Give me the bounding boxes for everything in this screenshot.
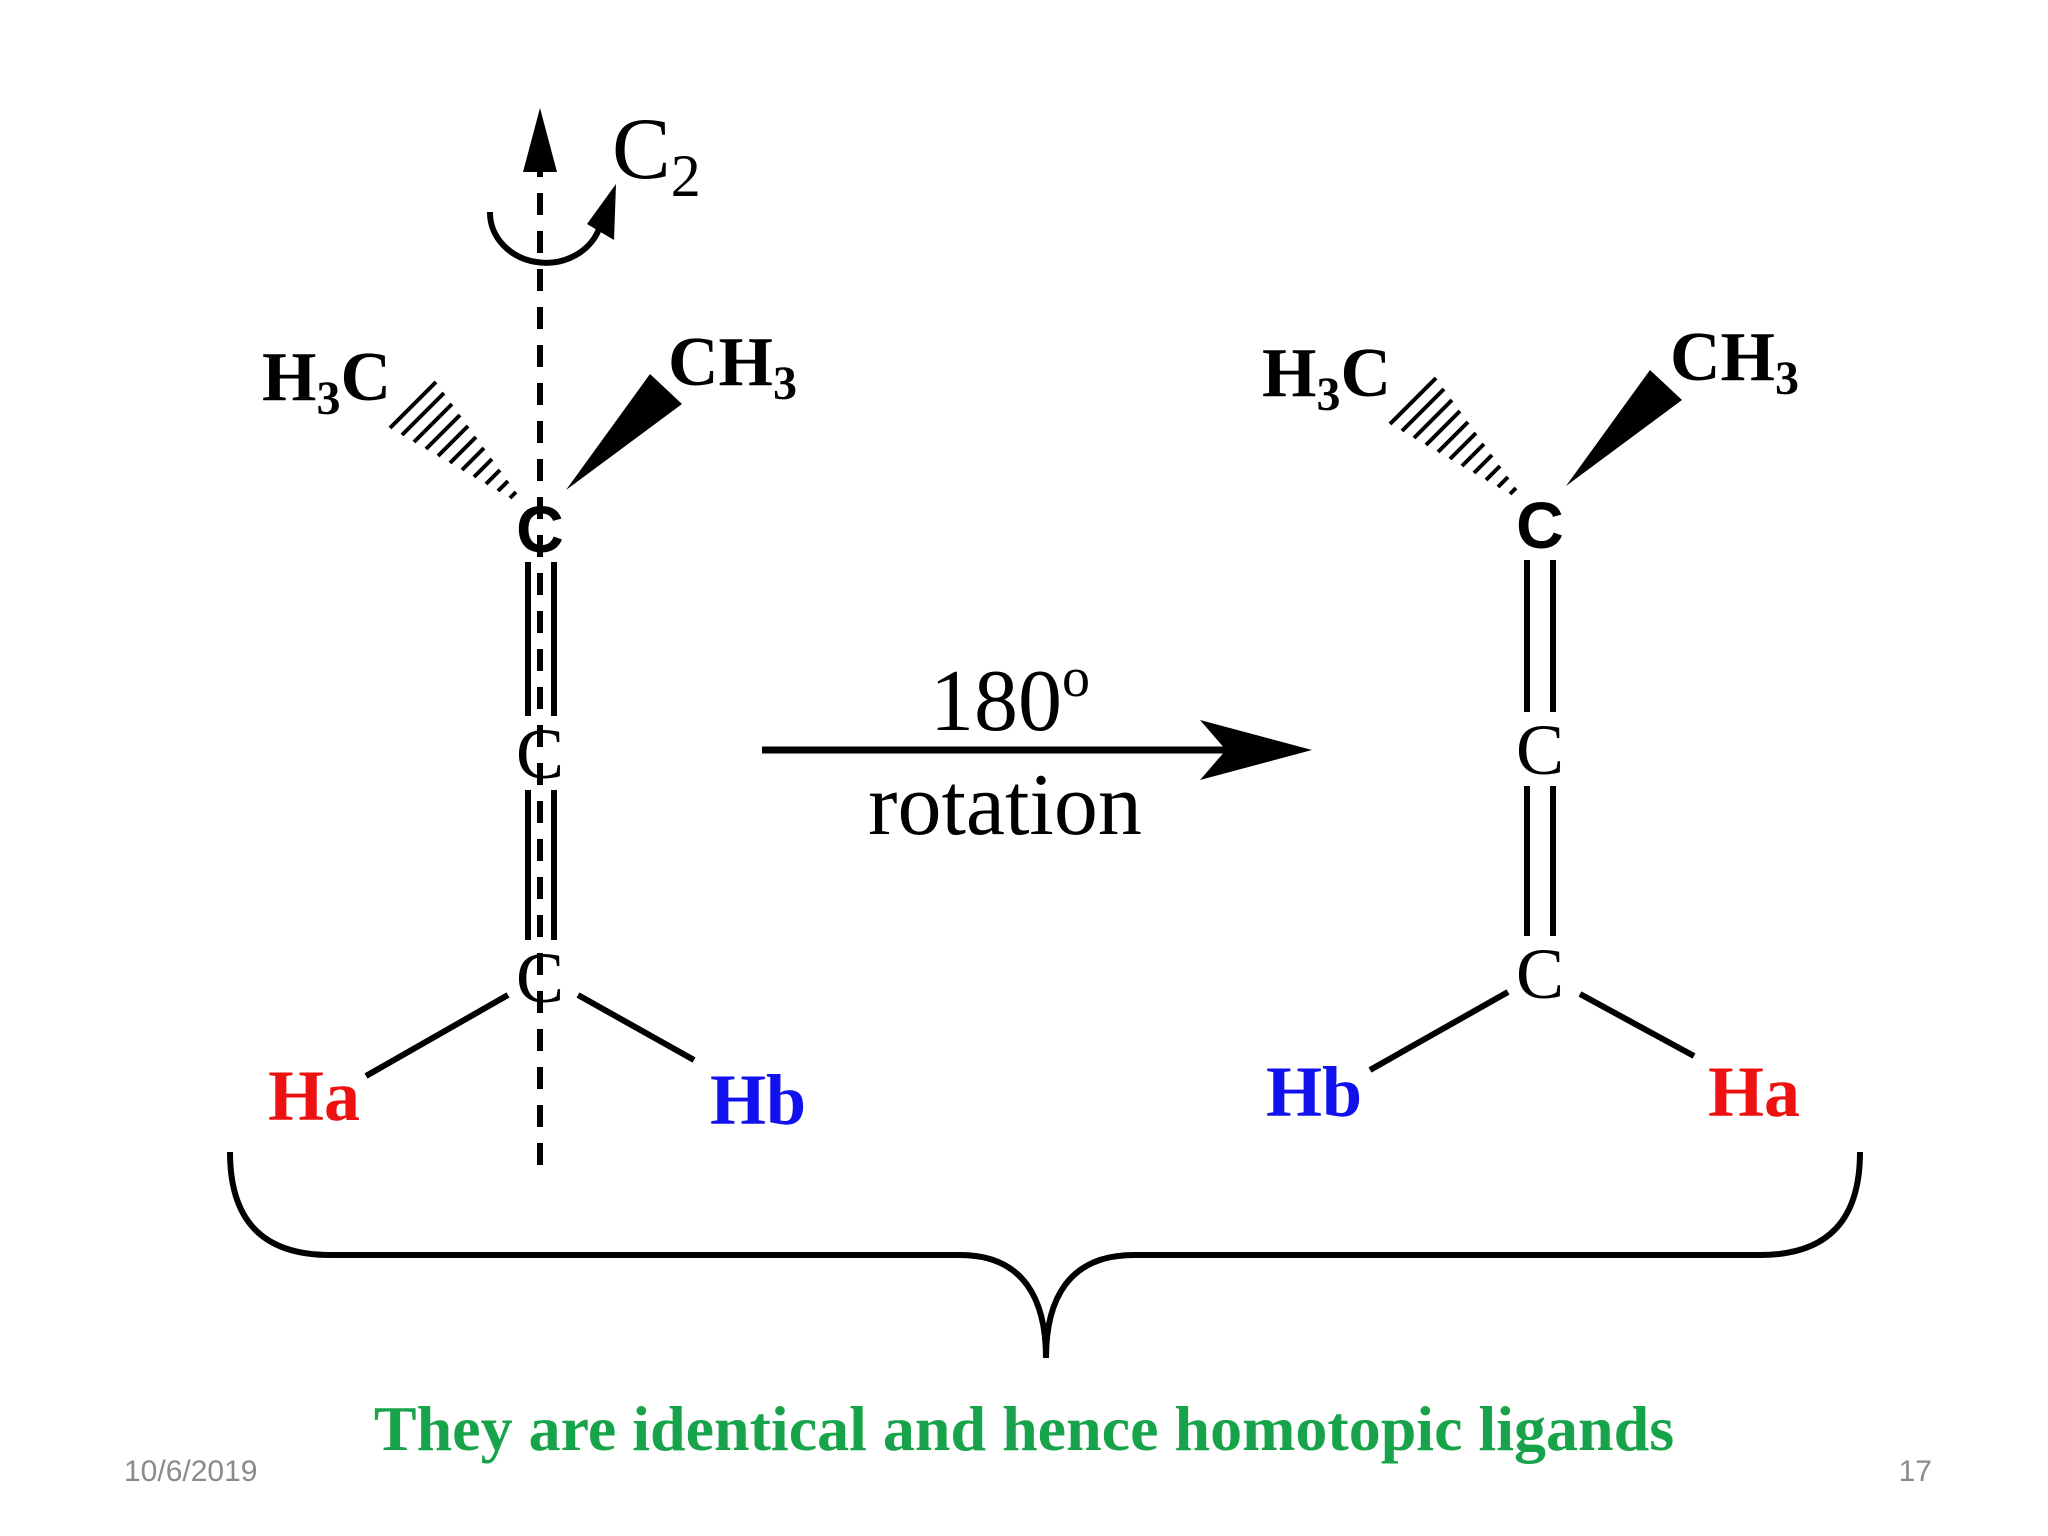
- left-bond-h-left: [364, 992, 510, 1079]
- left-methyl-wedge-label: CH3: [668, 324, 797, 410]
- rotation-arrow-head: [1200, 720, 1312, 780]
- c2-axis-label-main: C: [612, 101, 671, 198]
- c2-axis: C2: [486, 101, 701, 1165]
- right-bond-h-right: [1578, 991, 1696, 1059]
- left-bond-h-right: [576, 992, 696, 1063]
- c2-rotation-arc: [486, 211, 603, 266]
- left-double-bond-lower: [525, 790, 557, 940]
- c2-axis-arrowhead: [523, 108, 557, 172]
- right-double-bond-lower: [1524, 786, 1556, 936]
- rotation-angle-label: 180o: [930, 647, 1090, 750]
- right-carbon-bottom: C: [1516, 934, 1564, 1014]
- left-ha-label: Ha: [268, 1056, 360, 1136]
- conclusion-caption: They are identical and hence homotopic l…: [373, 1393, 1675, 1464]
- rotation-arrow: 180o rotation: [762, 647, 1312, 854]
- right-carbon-top: C: [1516, 488, 1564, 562]
- slide-date: 10/6/2019: [124, 1455, 258, 1488]
- right-bond-h-left: [1368, 989, 1510, 1073]
- rotation-word-label: rotation: [868, 757, 1142, 854]
- c2-axis-label-sub: 2: [671, 143, 701, 209]
- left-methyl-hashed-label: H3C: [262, 339, 391, 425]
- right-methyl-hashed-label: H3C: [1262, 335, 1391, 421]
- c2-rotation-arrowhead: [587, 184, 616, 240]
- right-ha-label: Ha: [1708, 1052, 1800, 1132]
- left-hashed-bond: [388, 380, 518, 500]
- grouping-curly-brace: [227, 1151, 1863, 1359]
- slide-page-number: 17: [1898, 1455, 1932, 1488]
- left-carbon-mid: C: [516, 714, 564, 794]
- right-hb-label: Hb: [1266, 1052, 1362, 1132]
- left-hb-label: Hb: [710, 1060, 806, 1140]
- right-wedge-bond: [1566, 370, 1682, 486]
- right-allene-molecule: H3C CH3 C C C Hb Ha: [1262, 319, 1800, 1132]
- right-hashed-bond: [1388, 376, 1518, 496]
- left-carbon-top: C: [516, 492, 564, 566]
- left-carbon-bottom: C: [516, 938, 564, 1018]
- left-double-bond-upper: [525, 562, 557, 716]
- left-wedge-bond: [566, 374, 682, 490]
- right-carbon-mid: C: [1516, 710, 1564, 790]
- right-methyl-wedge-label: CH3: [1670, 319, 1799, 405]
- right-double-bond-upper: [1524, 560, 1556, 712]
- c2-axis-label: C2: [612, 101, 701, 209]
- left-allene-molecule: H3C CH3 C C C Ha Hb: [262, 324, 806, 1140]
